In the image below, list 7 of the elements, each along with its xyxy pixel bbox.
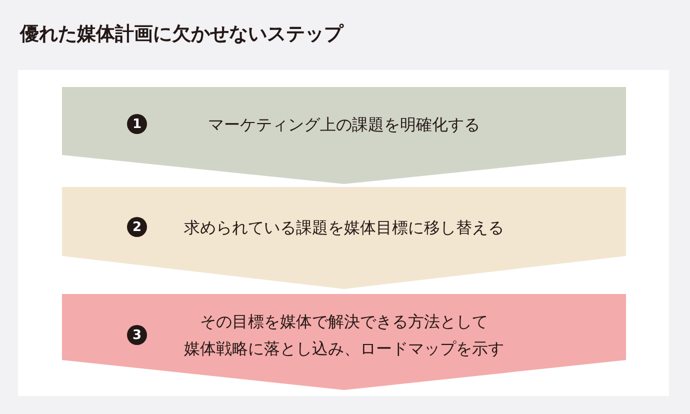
diagram-title: 優れた媒体計画に欠かせないステップ	[20, 22, 343, 47]
step-banner	[62, 294, 626, 390]
step-text: マーケティング上の課題を明確化する	[208, 114, 480, 136]
step-banner	[62, 187, 626, 289]
step-text: その目標を媒体で解決できる方法として媒体戦略に落とし込み、ロードマップを示す	[183, 311, 505, 360]
step-banner	[62, 87, 626, 184]
step-text: 求められている課題を媒体目標に移し替える	[184, 216, 504, 238]
